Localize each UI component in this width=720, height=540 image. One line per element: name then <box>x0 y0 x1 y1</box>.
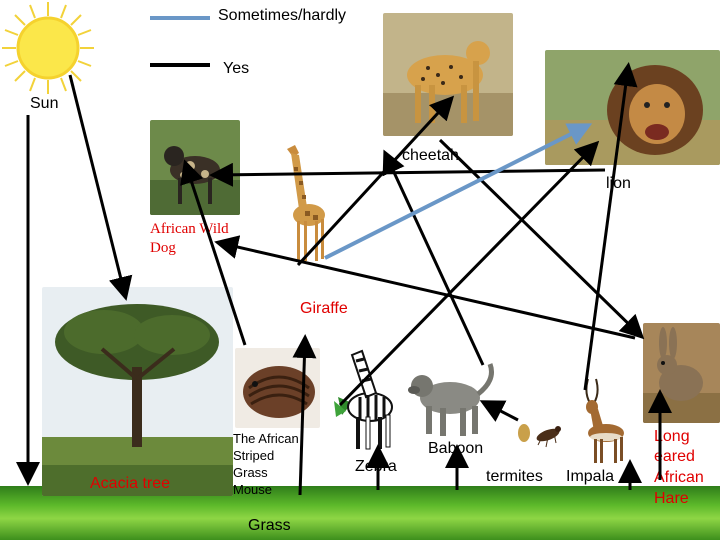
zebra-icon <box>334 349 393 450</box>
legend-sometimes-line <box>150 16 210 20</box>
mouse-label-line4: Mouse <box>233 482 273 497</box>
impala-icon <box>585 378 624 463</box>
baboon-icon <box>408 363 494 436</box>
mouse-label-line2: Striped <box>233 448 275 463</box>
legend-sometimes-label: Sometimes/hardly <box>218 7 347 24</box>
arrow-cheetah-to-termites <box>438 138 645 340</box>
arrow-lion-to-wilddog <box>209 162 606 187</box>
hare-icon <box>643 323 720 423</box>
mouse-icon <box>235 348 320 428</box>
legend-yes-line <box>150 63 210 67</box>
wild-dog-icon <box>150 120 240 215</box>
giraffe-icon <box>287 145 325 261</box>
lion-label: lion <box>606 175 631 192</box>
termite-icon <box>518 424 561 448</box>
baboon-label: Baboon <box>428 440 484 457</box>
lion-icon <box>545 50 720 165</box>
impala-label: Impala <box>566 468 615 485</box>
wild-dog-label-line1: African Wild <box>150 221 229 237</box>
acacia-label: Acacia tree <box>90 475 171 492</box>
hare-label-line3: African <box>654 469 704 486</box>
wild-dog-label-line2: Dog <box>150 240 176 256</box>
cheetah-label: cheetah <box>402 147 459 164</box>
grass-label: Grass <box>248 517 291 534</box>
arrow-sun-to-tree <box>68 74 133 301</box>
termites-label: termites <box>486 468 543 485</box>
hare-label-line4: Hare <box>654 490 689 507</box>
zebra-label: Zebra <box>355 458 397 475</box>
sun-icon <box>2 2 94 94</box>
sun-label: Sun <box>30 95 59 112</box>
arrow-baboon-to-cheetah <box>382 149 485 366</box>
mouse-label-line1: The African <box>233 431 299 446</box>
hare-label-line1: Long <box>654 428 690 445</box>
giraffe-label: Giraffe <box>300 300 348 317</box>
acacia-tree-icon <box>42 287 233 496</box>
mouse-label-line3: Grass <box>233 465 268 480</box>
cheetah-icon <box>383 13 513 136</box>
hare-label-line2: eared <box>654 448 695 465</box>
legend-yes-label: Yes <box>223 60 250 77</box>
